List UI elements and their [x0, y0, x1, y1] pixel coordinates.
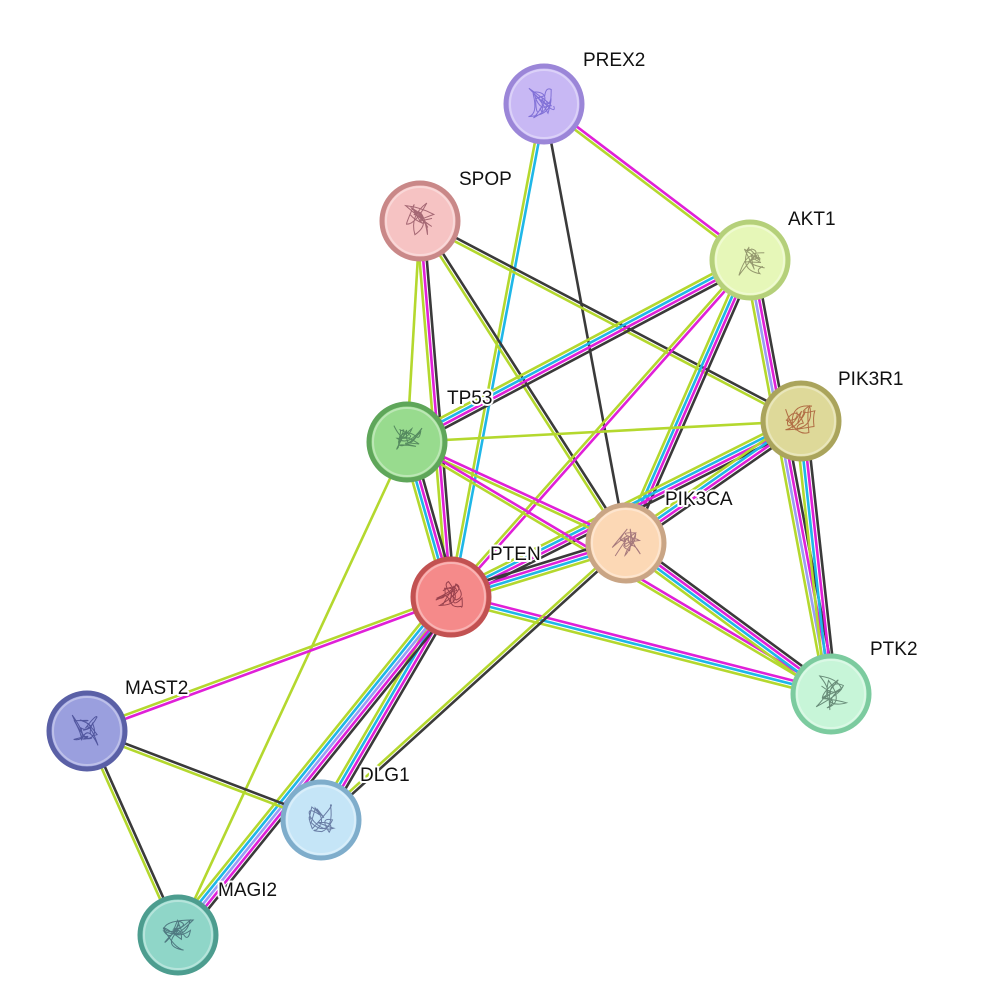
- edge-pik3ca-ptk2-black: [628, 537, 835, 691]
- node-highlight-prex2: [509, 69, 579, 139]
- node-highlight-pik3ca: [591, 508, 661, 578]
- node-akt1[interactable]: [709, 219, 791, 301]
- edge-akt1-ptk2-black: [754, 258, 838, 694]
- edge-pten-magi2-cyan: [174, 593, 450, 934]
- edge-akt1-tp53-magenta: [407, 260, 752, 445]
- label-magi2: MAGI2: [218, 880, 277, 901]
- edge-pik3r1-ptk2-black: [805, 420, 838, 694]
- protein-structure-icon: [528, 87, 555, 119]
- label-pten: PTEN: [490, 544, 541, 565]
- edge-akt1-tp53-yellowgreen: [403, 254, 749, 439]
- label-akt1: AKT1: [788, 209, 836, 230]
- edge-spop-pten-black: [422, 220, 456, 597]
- node-magi2[interactable]: [137, 894, 219, 976]
- edge-pik3ca-ptk2-magenta: [626, 540, 833, 694]
- edge-layer: [84, 101, 838, 941]
- edge-pik3r1-ptk2-yellowgreen: [794, 421, 827, 695]
- edge-akt1-ptk2-magenta: [750, 259, 835, 694]
- edge-pik3ca-ptk2-yellowgreen: [622, 546, 829, 700]
- label-layer: PREX2 SPOP AKT1 PIK3R1 TP53 PIK3CA PTEN …: [123, 48, 920, 903]
- protein-structure-icon: [785, 404, 816, 434]
- edge-prex2-pten-yellowgreen: [447, 103, 544, 597]
- node-layer: [46, 63, 872, 976]
- node-highlight-pik3r1: [766, 386, 836, 456]
- edge-prex2-akt1-magenta: [544, 101, 752, 260]
- node-highlight-akt1: [715, 225, 785, 295]
- edge-akt1-ptk2-yellowgreen: [743, 260, 827, 696]
- edge-pten-magi2-yellowgreen: [171, 591, 447, 932]
- edge-pik3ca-dlg1-black: [321, 543, 629, 823]
- node-pik3r1[interactable]: [760, 380, 842, 462]
- protein-structure-icon: [738, 246, 765, 276]
- protein-structure-icon: [393, 425, 423, 450]
- node-pik3ca[interactable]: [585, 502, 667, 584]
- node-highlight-dlg1: [286, 785, 356, 855]
- edge-prex2-akt1-yellowgreen: [542, 104, 750, 263]
- protein-structure-icon: [435, 580, 463, 608]
- edge-akt1-pik3ca-cyan: [623, 258, 750, 543]
- node-highlight-spop: [385, 186, 455, 256]
- protein-structure-icon: [611, 528, 642, 557]
- node-mast2[interactable]: [46, 690, 128, 772]
- label-ptk2: PTK2: [870, 639, 918, 660]
- label-pik3r1: PIK3R1: [838, 369, 903, 390]
- edge-mast2-dlg1-yellowgreen: [85, 731, 321, 823]
- node-circle-prex2[interactable]: [503, 63, 585, 145]
- edge-akt1-pten-magenta: [451, 260, 753, 600]
- edge-pten-dlg1-black: [324, 599, 457, 824]
- label-dlg1: DLG1: [360, 765, 410, 786]
- node-ptk2[interactable]: [790, 653, 872, 735]
- edge-pten-ptk2-magenta: [451, 592, 833, 692]
- edge-akt1-tp53-black: [408, 263, 754, 448]
- edge-spop-pten-magenta: [418, 220, 453, 598]
- edge-akt1-ptk2-lavender: [746, 260, 831, 695]
- protein-structure-icon: [71, 714, 99, 746]
- label-mast2: MAST2: [125, 678, 188, 699]
- edge-spop-pik3r1-yellowgreen: [418, 221, 801, 424]
- edge-pik3r1-ptk2-magenta: [801, 420, 835, 694]
- label-tp53: TP53: [447, 388, 492, 409]
- edge-pten-magi2-magenta: [179, 598, 455, 939]
- protein-structure-icon: [162, 918, 195, 951]
- edge-mast2-dlg1-black: [87, 728, 323, 820]
- node-dlg1[interactable]: [280, 779, 362, 861]
- node-highlight-ptk2: [796, 659, 866, 729]
- node-highlight-mast2: [52, 696, 122, 766]
- edge-spop-pik3r1-black: [420, 218, 803, 421]
- node-circle-mast2[interactable]: [46, 690, 128, 772]
- node-spop[interactable]: [379, 180, 461, 262]
- edge-pten-ptk2-yellowgreen: [449, 599, 831, 699]
- node-prex2[interactable]: [503, 63, 585, 145]
- edge-prex2-pten-cyan: [451, 104, 548, 598]
- edge-pten-mast2-yellowgreen: [85, 594, 451, 731]
- node-circle-pik3r1[interactable]: [760, 380, 842, 462]
- label-pik3ca: PIK3CA: [665, 489, 733, 510]
- label-spop: SPOP: [459, 169, 512, 190]
- edge-prex2-pik3ca-black: [542, 103, 628, 544]
- protein-structure-icon: [815, 675, 849, 711]
- node-highlight-pten: [416, 562, 486, 632]
- edge-akt1-tp53-cyan: [405, 257, 750, 442]
- edge-akt1-pten-yellowgreen: [448, 257, 750, 597]
- node-highlight-magi2: [143, 900, 213, 970]
- edge-pik3ca-dlg1-yellowgreen: [318, 540, 626, 820]
- edge-pik3r1-tp53-yellowgreen: [406, 419, 802, 444]
- edge-pten-mast2-magenta: [87, 597, 453, 734]
- protein-structure-icon: [308, 804, 336, 834]
- node-circle-dlg1[interactable]: [280, 779, 362, 861]
- edge-pten-ptk2-cyan: [450, 595, 832, 696]
- node-pten[interactable]: [410, 556, 492, 638]
- edge-pten-magi2-black: [182, 600, 458, 941]
- label-prex2: PREX2: [583, 50, 645, 71]
- edge-pik3r1-ptk2-cyan: [797, 421, 831, 695]
- edge-pten-magi2-lavender: [176, 596, 453, 936]
- node-circle-tp53[interactable]: [366, 401, 448, 483]
- edge-spop-pten-yellowgreen: [415, 221, 449, 598]
- node-highlight-tp53: [372, 407, 442, 477]
- node-tp53[interactable]: [366, 401, 448, 483]
- edge-pik3ca-ptk2-cyan: [624, 543, 831, 697]
- edge-tp53-magi2-yellowgreen: [176, 441, 409, 936]
- protein-structure-icon: [404, 202, 436, 236]
